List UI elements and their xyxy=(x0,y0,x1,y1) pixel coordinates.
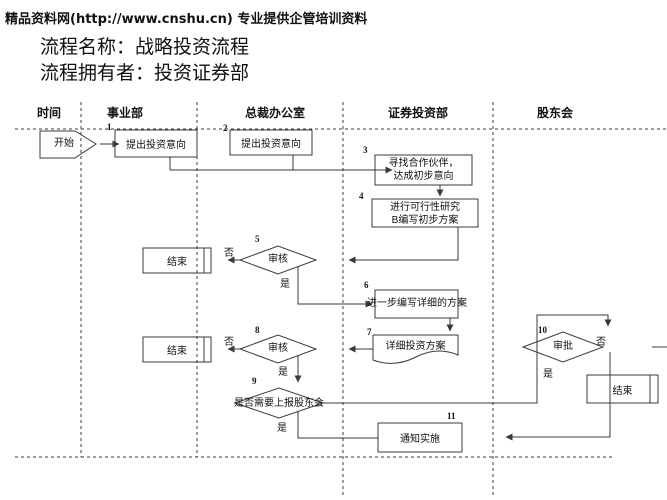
edge-label-10-no: 否 xyxy=(596,337,606,348)
start-label: 开始 xyxy=(54,138,74,149)
box-propose-intent-president xyxy=(229,129,313,156)
edge-label-10-yes: 是 xyxy=(543,369,553,380)
diamond-review-5 xyxy=(238,245,318,275)
edge-label-8-no: 否 xyxy=(224,337,234,348)
box-notify-implementation xyxy=(377,422,463,453)
end-a-label: 结束 xyxy=(167,257,187,268)
step-num-5: 5 xyxy=(255,234,260,244)
box-propose-intent-business xyxy=(114,129,198,158)
step-num-6: 6 xyxy=(364,280,369,290)
step-num-1: 1 xyxy=(107,122,112,132)
lane-header-securities-dept: 证券投资部 xyxy=(387,106,448,120)
diamond9-label: 是否需要上报股东会 xyxy=(234,398,324,409)
step-num-11: 11 xyxy=(447,411,456,421)
edge-4-to-5 xyxy=(348,227,459,264)
end-box-b xyxy=(142,336,212,363)
step-num-3: 3 xyxy=(363,145,368,155)
process-name-title: 流程名称：战略投资流程 xyxy=(40,37,250,58)
edge-5-yes-to-6 xyxy=(297,267,373,308)
edge-label-5-yes: 是 xyxy=(280,279,290,290)
end-box-c xyxy=(586,374,659,404)
edge-label-8-yes: 是 xyxy=(278,367,288,378)
end-c-label: 结束 xyxy=(612,385,633,397)
box4-line2: B编写初步方案 xyxy=(391,215,459,226)
start-shape xyxy=(39,130,97,159)
box6-label: 进一步编写详细的方案 xyxy=(367,298,467,309)
box4-line1: 进行可行性研究 xyxy=(390,202,460,213)
box1-label: 提出投资意向 xyxy=(126,140,186,151)
lane-header-president-office: 总裁办公室 xyxy=(244,106,305,120)
step-num-4: 4 xyxy=(359,191,364,201)
step-num-9: 9 xyxy=(252,376,257,386)
step-num-2: 2 xyxy=(223,123,228,133)
process-owner-title: 流程拥有者：投资证券部 xyxy=(40,63,250,84)
box11-label: 通知实施 xyxy=(400,434,440,445)
lane-header-business-division: 事业部 xyxy=(106,106,143,120)
step-num-7: 7 xyxy=(367,327,372,337)
end-box-a xyxy=(142,247,212,274)
diamond5-label: 审核 xyxy=(268,254,288,265)
diamond-review-8 xyxy=(238,334,318,364)
document-detailed-investment-plan xyxy=(372,334,459,364)
box3-line2: 达成初步意向 xyxy=(393,171,454,182)
site-header: 精品资料网(http://www.cnshu.cn) 专业提供企管培训资料 xyxy=(5,12,368,27)
edge-9-yes-to-11 xyxy=(297,412,378,439)
diamond10-label: 审批 xyxy=(553,341,573,352)
diamond-approve-10 xyxy=(521,331,605,363)
box2-label: 提出投资意向 xyxy=(241,139,301,150)
lane-header-shareholders: 股东会 xyxy=(536,106,573,120)
diamond8-label: 审核 xyxy=(268,343,288,354)
doc7-label: 详细投资方案 xyxy=(385,341,446,352)
edge-label-5-no: 否 xyxy=(224,248,234,259)
edge-10-down-left xyxy=(505,352,611,441)
edge-9-to-10 xyxy=(323,314,612,404)
edge-label-9-yes: 是 xyxy=(277,423,287,434)
step-num-10: 10 xyxy=(538,325,547,335)
lane-header-time: 时间 xyxy=(36,106,61,120)
box-feasibility-study xyxy=(371,198,479,228)
step-num-8: 8 xyxy=(255,325,260,335)
box3-line1: 寻找合作伙伴， xyxy=(388,158,459,169)
box-detailed-plan-writing xyxy=(374,289,459,319)
end-b-label: 结束 xyxy=(167,346,187,357)
